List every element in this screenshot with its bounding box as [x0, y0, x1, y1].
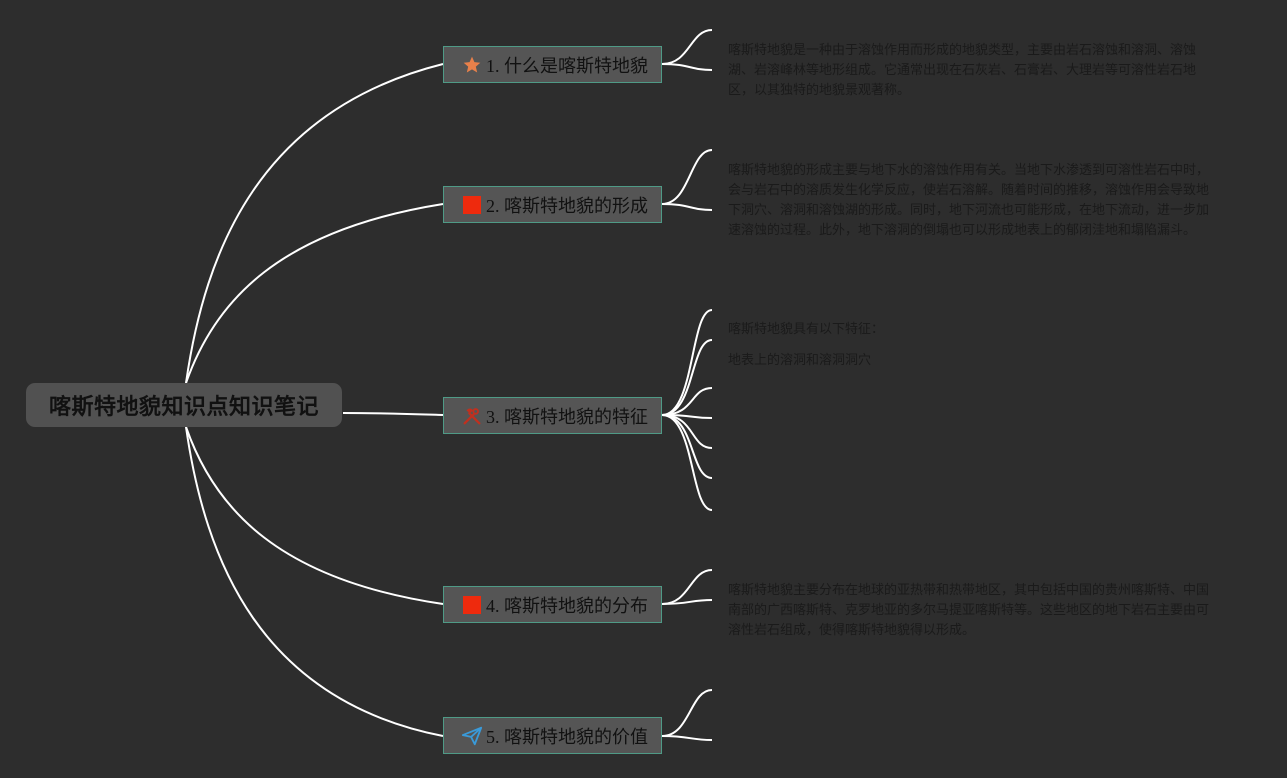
topic-karst-features[interactable]: 3. 喀斯特地貌的特征: [443, 397, 662, 434]
connector-b3-leaf-5: [661, 414, 713, 449]
red-square-icon: [460, 194, 484, 216]
connector-b2-leaf-1: [661, 149, 713, 205]
connector-b1-leaf-1: [661, 29, 713, 65]
connector-b5-leaf-2: [661, 735, 713, 741]
topic-label: 5. 喀斯特地貌的价值: [486, 726, 648, 747]
connector-b2-leaf-2: [661, 203, 713, 211]
note-what-is-karst[interactable]: 喀斯特地貌是一种由于溶蚀作用而形成的地貌类型，主要由岩石溶蚀和溶洞、溶蚀湖、岩溶…: [728, 43, 1197, 98]
paper-plane-icon: [460, 725, 484, 747]
note-karst-features-intro[interactable]: 喀斯特地貌具有以下特征：: [728, 322, 885, 337]
note-karst-features-item[interactable]: 地表上的溶洞和溶洞洞穴: [728, 353, 872, 368]
tools-icon: [460, 405, 484, 427]
topic-karst-distribution[interactable]: 4. 喀斯特地貌的分布: [443, 586, 662, 623]
topic-label: 3. 喀斯特地貌的特征: [486, 406, 648, 427]
connector-root-b4: [185, 426, 444, 605]
connector-root-b2: [185, 203, 444, 384]
star-icon: [460, 54, 484, 76]
topic-label: 1. 什么是喀斯特地貌: [486, 55, 648, 76]
connector-b4-leaf-1: [661, 569, 713, 605]
connector-root-b3: [342, 412, 444, 416]
topic-label: 4. 喀斯特地貌的分布: [486, 595, 648, 616]
connector-b3-leaf-7: [661, 414, 713, 511]
connector-b5-leaf-1: [661, 689, 713, 737]
connector-b4-leaf-2: [661, 599, 713, 605]
connector-root-b1: [185, 63, 444, 384]
root-title: 喀斯特地貌知识点知识笔记: [48, 395, 319, 420]
root-topic[interactable]: 喀斯特地貌知识点知识笔记: [26, 383, 342, 427]
red-square-icon: [460, 594, 484, 616]
note-karst-distribution[interactable]: 喀斯特地貌主要分布在地球的亚热带和热带地区，其中包括中国的贵州喀斯特、中国南部的…: [728, 583, 1210, 638]
connector-b3-leaf-2: [661, 339, 713, 416]
connector-b3-leaf-1: [661, 309, 713, 416]
topic-what-is-karst[interactable]: 1. 什么是喀斯特地貌: [443, 46, 662, 83]
note-karst-formation[interactable]: 喀斯特地貌的形成主要与地下水的溶蚀作用有关。当地下水渗透到可溶性岩石中时，会与岩…: [728, 163, 1210, 238]
topic-karst-value[interactable]: 5. 喀斯特地貌的价值: [443, 717, 662, 754]
topic-label: 2. 喀斯特地貌的形成: [486, 195, 648, 216]
topic-karst-formation[interactable]: 2. 喀斯特地貌的形成: [443, 186, 662, 223]
connector-root-b5: [185, 426, 444, 737]
connector-b1-leaf-2: [661, 63, 713, 71]
